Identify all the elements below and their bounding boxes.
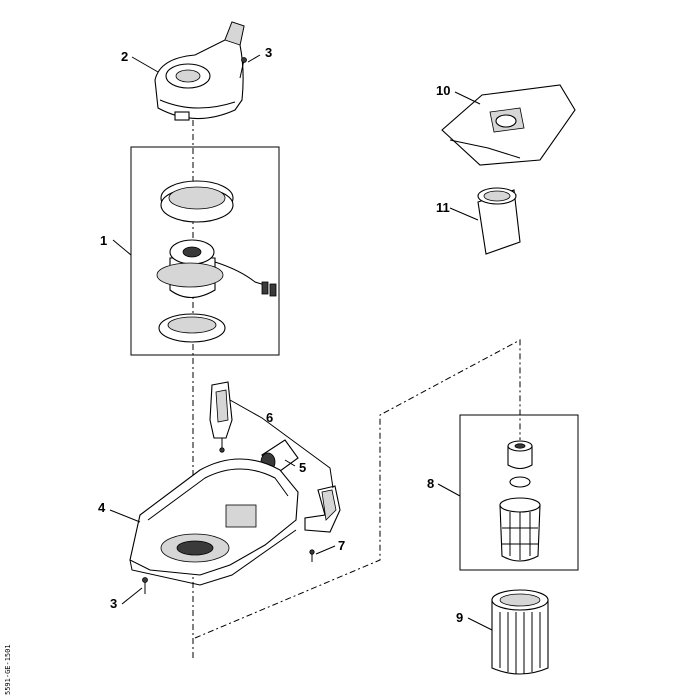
leader-8	[437, 483, 461, 497]
part-11-filter-sleeve	[477, 187, 521, 255]
callout-6: 6	[266, 410, 273, 425]
leader-9	[467, 617, 493, 631]
part-9-cartridge-filter	[491, 589, 549, 675]
part-8-filter-assembly	[499, 440, 541, 562]
part-1-motor-assembly	[156, 180, 277, 343]
part-7-screw	[309, 549, 315, 562]
callout-8: 8	[427, 476, 434, 491]
callout-3-top: 3	[265, 45, 272, 60]
leader-2	[131, 56, 159, 73]
part-10-dust-bag	[441, 84, 576, 166]
part-4-base-housing	[129, 458, 299, 586]
part-6-latch-top	[209, 381, 233, 453]
drawing-code: 5591-GE-1501	[4, 644, 12, 695]
callout-5: 5	[299, 460, 306, 475]
leader-5	[284, 459, 296, 467]
leader-3a	[247, 54, 261, 63]
callout-4: 4	[98, 500, 106, 515]
part-6-latch-side	[304, 485, 341, 533]
leader-4	[109, 509, 141, 523]
leader-1	[112, 239, 132, 256]
leader-6	[229, 399, 334, 489]
callout-10: 10	[436, 83, 450, 98]
leader-10	[454, 91, 481, 105]
part-1-assembly-frame	[130, 146, 280, 356]
callout-1: 1	[100, 233, 107, 248]
filter-routing-line	[194, 339, 521, 639]
callout-7: 7	[338, 538, 345, 553]
callout-3-bottom: 3	[110, 596, 117, 611]
part-3-screw-top	[239, 57, 247, 79]
leader-3b	[121, 587, 143, 605]
callout-2: 2	[121, 49, 128, 64]
leader-7	[315, 545, 336, 555]
part-2-upper-housing	[154, 21, 245, 121]
callout-9: 9	[456, 610, 463, 625]
part-3-screw-bottom	[142, 577, 148, 594]
callout-11: 11	[436, 200, 450, 215]
leader-11	[449, 207, 479, 221]
part-8-assembly-frame	[459, 414, 579, 571]
